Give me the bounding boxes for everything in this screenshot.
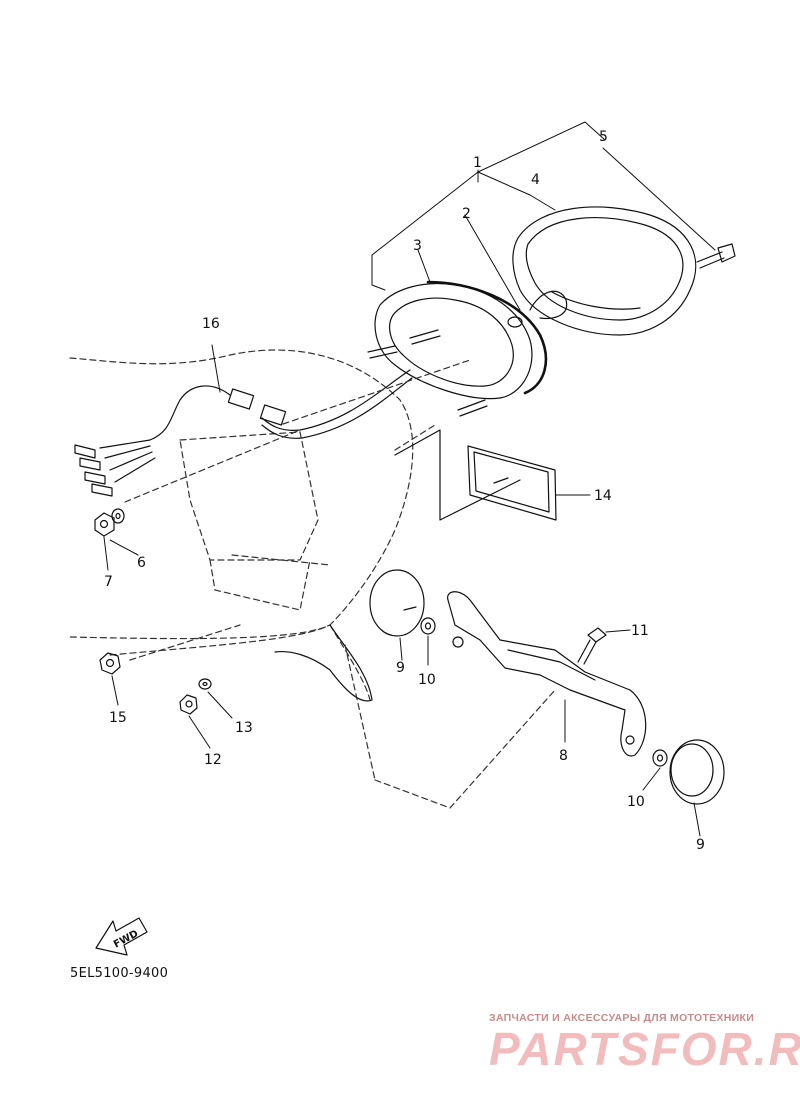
part-label-10b: 10 [627, 794, 645, 810]
part-label-15: 15 [109, 710, 127, 726]
fwd-arrow-icon [95, 917, 148, 956]
part-label-16: 16 [202, 316, 220, 332]
part-label-2: 2 [462, 206, 471, 222]
part-label-14: 14 [594, 488, 612, 504]
small-fasteners [94, 508, 212, 715]
part-label-12: 12 [204, 752, 222, 768]
watermark-tagline: ЗАПЧАСТИ И АКСЕССУАРЫ ДЛЯ МОТОТЕХНИКИ [489, 1012, 755, 1024]
gasket [426, 280, 548, 395]
washers [420, 617, 668, 767]
fender-solid-edge [274, 429, 521, 702]
tail-light-housing [374, 280, 568, 400]
tail-light-lens [512, 206, 697, 336]
part-label-9a: 9 [396, 660, 405, 676]
reflector-right [669, 739, 725, 805]
part-label-9b: 9 [696, 837, 705, 853]
fender-mount-lines [124, 359, 556, 809]
part-label-13: 13 [235, 720, 253, 736]
part-label-3: 3 [413, 238, 422, 254]
reflector-bracket [447, 591, 647, 757]
catalog-code: 5EL5100-9400 [70, 966, 169, 981]
part-labels: 1 2 3 4 5 6 7 8 9 9 10 10 11 12 13 14 15… [104, 129, 705, 950]
leader-lines [103, 121, 716, 837]
license-light [467, 445, 557, 521]
part-label-11: 11 [631, 623, 649, 639]
part-label-6: 6 [137, 555, 146, 571]
part-label-5: 5 [599, 129, 608, 145]
screw [696, 243, 736, 269]
wiring-harness [74, 369, 413, 497]
watermark-logo: PARTSFOR.RU [489, 1023, 800, 1075]
bulb-socket [507, 316, 523, 328]
part-label-7: 7 [104, 574, 113, 590]
part-label-8: 8 [559, 748, 568, 764]
part-label-10a: 10 [418, 672, 436, 688]
part-label-1: 1 [473, 155, 482, 171]
bolt [577, 627, 607, 665]
housing-studs [367, 329, 488, 417]
reflector-left [369, 569, 425, 637]
part-label-4: 4 [531, 172, 540, 188]
